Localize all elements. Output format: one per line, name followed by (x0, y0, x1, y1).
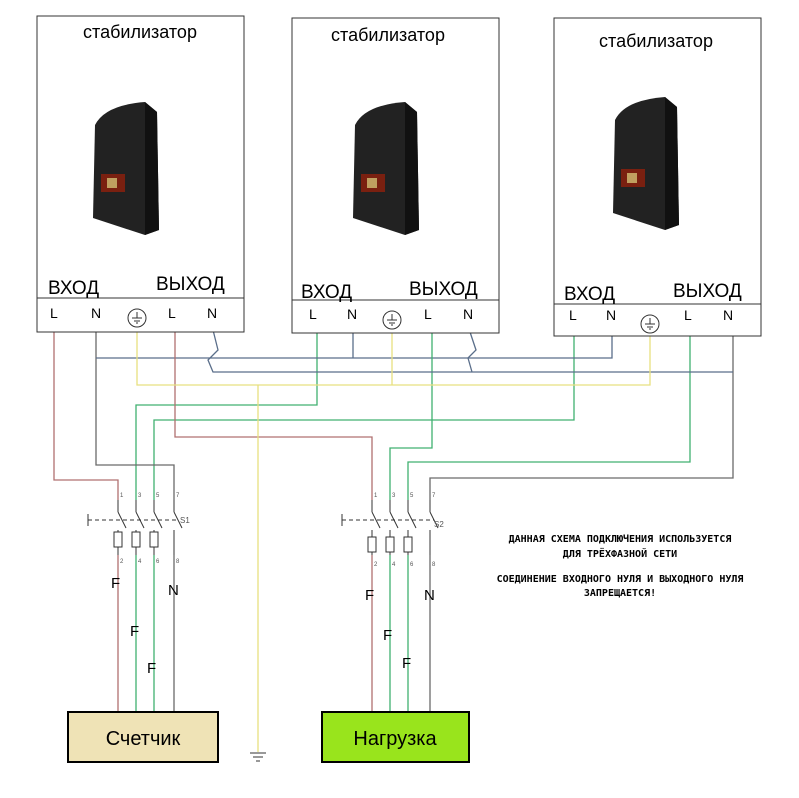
fuse-icon (403, 536, 413, 553)
input-label: ВХОД (301, 282, 352, 303)
breaker-pin: 2 (374, 562, 378, 568)
breaker-label: S1 (180, 516, 190, 525)
line-label: F (383, 627, 392, 644)
ground-icon (382, 310, 402, 330)
terminal-out-n: N (723, 307, 733, 323)
terminal-in-n: N (91, 305, 101, 321)
ground-icon (640, 314, 660, 334)
terminal-out-l: L (424, 306, 432, 322)
wire-phase1-input (53, 330, 119, 500)
wire-phase1-output (174, 330, 373, 500)
wire-neutral-input (95, 330, 175, 500)
breaker-s1 (87, 500, 183, 555)
wire-ground-bus (136, 330, 651, 386)
line-label: F (111, 575, 120, 592)
breaker-pin: 6 (410, 562, 414, 568)
wire-phase3-output (407, 330, 691, 500)
stabilizer-title: стабилизатор (331, 25, 445, 45)
wire-phase2-input (135, 332, 318, 500)
line-label: F (130, 623, 139, 640)
output-label: ВЫХОД (409, 279, 478, 300)
stabilizer-device-icon (353, 102, 419, 235)
breaker-pin: 1 (120, 493, 124, 499)
stabilizer-title: стабилизатор (83, 22, 197, 42)
fuse-icon (113, 531, 123, 548)
input-label: ВХОД (48, 278, 99, 299)
terminal-out-l: L (684, 307, 692, 323)
fuse-icon (131, 531, 141, 548)
meter-box (67, 711, 219, 763)
meter-label: Счетчик (106, 728, 181, 750)
breaker-label: S2 (434, 520, 444, 529)
breaker-pin: 6 (156, 559, 160, 565)
line-label: N (168, 582, 179, 599)
breaker-pin: 5 (156, 493, 160, 499)
line-label: N (424, 587, 435, 604)
stabilizer-device-icon (613, 97, 679, 230)
note-line-4: ЗАПРЕЩАЕТСЯ! (584, 588, 656, 599)
wires (53, 329, 734, 752)
stabilizer-3: стабилизатор ВХОД ВЫХОД L N L N (553, 17, 762, 337)
breaker-pin: 1 (374, 493, 378, 499)
breaker-pin: 4 (392, 562, 396, 568)
ground-icon (127, 308, 147, 328)
stabilizer-2: стабилизатор ВХОД ВЫХОД L N L N (291, 17, 500, 334)
note-line-3: СОЕДИНЕНИЕ ВХОДНОГО НУЛЯ И ВЫХОДНОГО НУЛ… (497, 574, 744, 585)
stabilizer-1: стабилизатор ВХОД ВЫХОД L N L N (36, 15, 245, 333)
breaker-pin: 8 (176, 559, 180, 565)
wire-phase3-input (153, 330, 575, 500)
breaker-pin: 7 (432, 493, 436, 499)
output-label: ВЫХОД (673, 281, 742, 302)
wire-neutral-input-bus (96, 330, 613, 359)
note-line-1: ДАННАЯ СХЕМА ПОДКЛЮЧЕНИЯ ИСПОЛЬЗУЕТСЯ (509, 533, 732, 545)
fuse-icon (367, 536, 377, 553)
terminal-in-n: N (606, 307, 616, 323)
breaker-pin: 7 (176, 493, 180, 499)
terminal-in-l: L (309, 306, 317, 322)
breaker-pin: 8 (432, 562, 436, 568)
terminal-out-n: N (207, 305, 217, 321)
breaker-pin: 3 (138, 493, 142, 499)
line-label: F (402, 655, 411, 672)
fuse-icon (149, 531, 159, 548)
wire-neutral-output (429, 330, 734, 500)
output-label: ВЫХОД (156, 274, 225, 295)
fuse-icon (385, 536, 395, 553)
terminal-in-l: L (50, 305, 58, 321)
terminal-out-l: L (168, 305, 176, 321)
wire-phase2-output (389, 332, 433, 500)
stabilizer-title: стабилизатор (599, 31, 713, 51)
breaker-pin: 4 (138, 559, 142, 565)
breaker-pin: 2 (120, 559, 124, 565)
breaker-pin: 5 (410, 493, 414, 499)
stabilizer-device-icon (93, 102, 159, 235)
breaker-s2 (341, 500, 439, 555)
terminal-in-l: L (569, 307, 577, 323)
terminal-out-n: N (463, 306, 473, 322)
terminal-in-n: N (347, 306, 357, 322)
wire-neutral-output-bus (207, 329, 733, 373)
load-box (321, 711, 470, 763)
ground-icon (250, 752, 266, 762)
input-label: ВХОД (564, 284, 615, 305)
load-label: Нагрузка (353, 728, 437, 750)
line-label: F (365, 587, 374, 604)
line-label: F (147, 660, 156, 677)
note-line-2: ДЛЯ ТРЁХФАЗНОЙ СЕТИ (563, 546, 677, 560)
breaker-pin: 3 (392, 493, 396, 499)
